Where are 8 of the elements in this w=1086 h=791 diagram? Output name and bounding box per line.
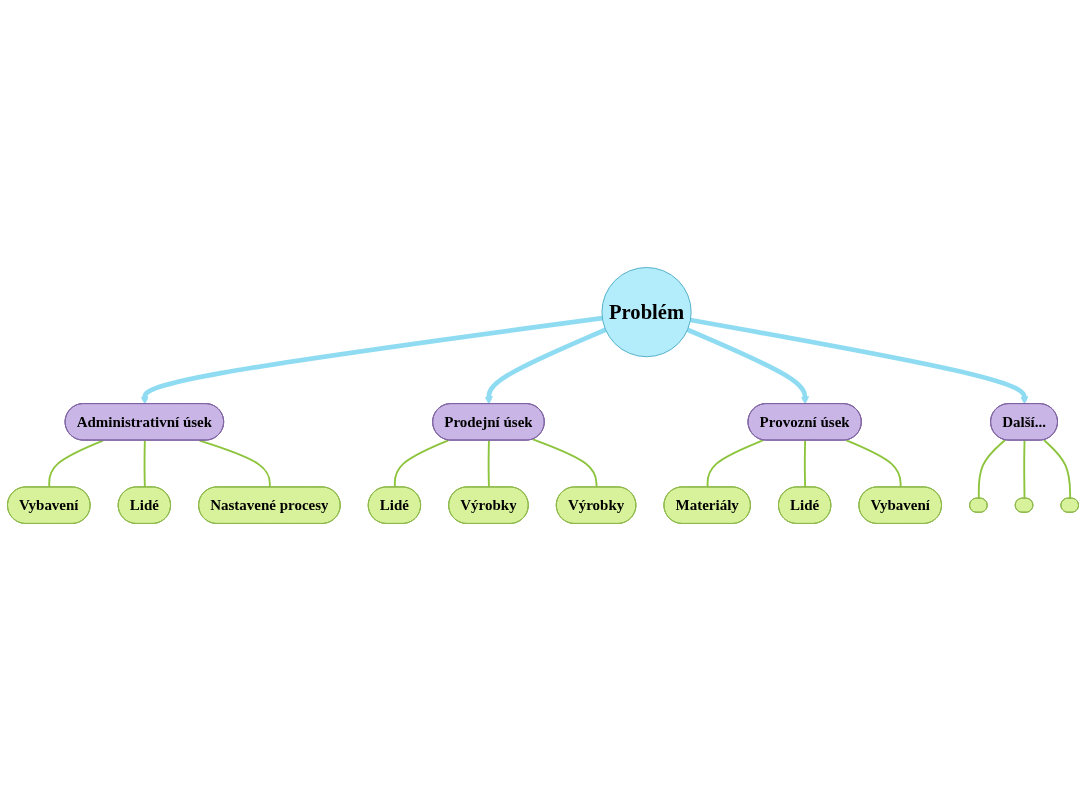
connector bbox=[1023, 439, 1026, 500]
arrow bbox=[484, 327, 607, 405]
connector bbox=[977, 439, 1006, 500]
arrow bbox=[140, 315, 603, 405]
node-circle: Problém bbox=[601, 267, 692, 358]
arrow bbox=[690, 317, 1029, 405]
connector bbox=[1043, 439, 1072, 500]
arrow bbox=[686, 327, 810, 405]
